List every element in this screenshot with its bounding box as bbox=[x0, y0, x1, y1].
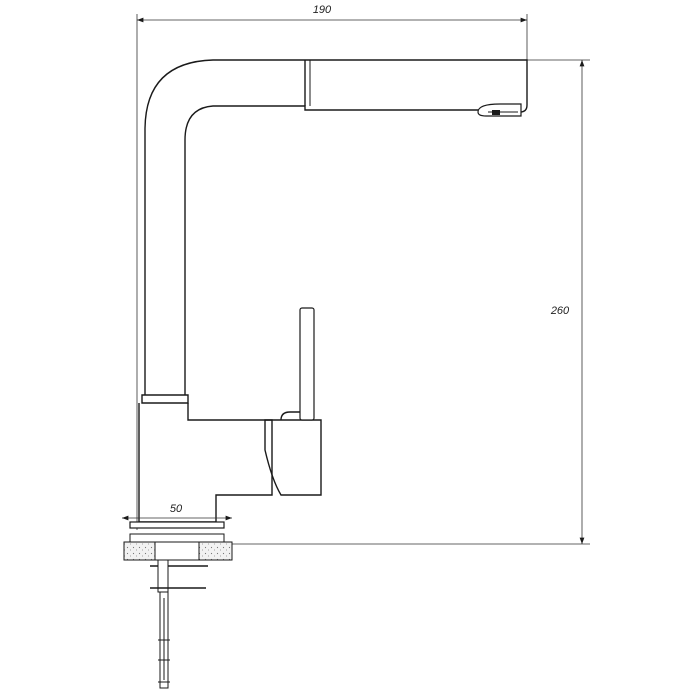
width-label: 190 bbox=[313, 4, 332, 16]
height-label: 260 bbox=[550, 305, 570, 317]
spout bbox=[144, 59, 528, 395]
mounting-base: 50 bbox=[122, 503, 233, 689]
spout-outer-contour bbox=[144, 59, 528, 395]
base-gasket bbox=[129, 533, 225, 543]
width-dimension: 190 bbox=[136, 4, 528, 530]
height-dimension: 260 bbox=[230, 59, 590, 545]
base-flange bbox=[129, 521, 225, 529]
countertop-hole bbox=[154, 541, 200, 561]
fixing-stud bbox=[157, 559, 169, 593]
spout-collar bbox=[141, 394, 189, 404]
body-outline bbox=[138, 403, 273, 523]
supply-hose-fittings bbox=[158, 639, 170, 683]
lever-handle bbox=[299, 307, 315, 421]
aerator-nozzle bbox=[492, 110, 500, 115]
faucet-body bbox=[138, 307, 322, 523]
spout-inner-contour bbox=[184, 105, 480, 395]
cartridge-housing bbox=[264, 419, 322, 496]
base-label: 50 bbox=[170, 503, 183, 515]
